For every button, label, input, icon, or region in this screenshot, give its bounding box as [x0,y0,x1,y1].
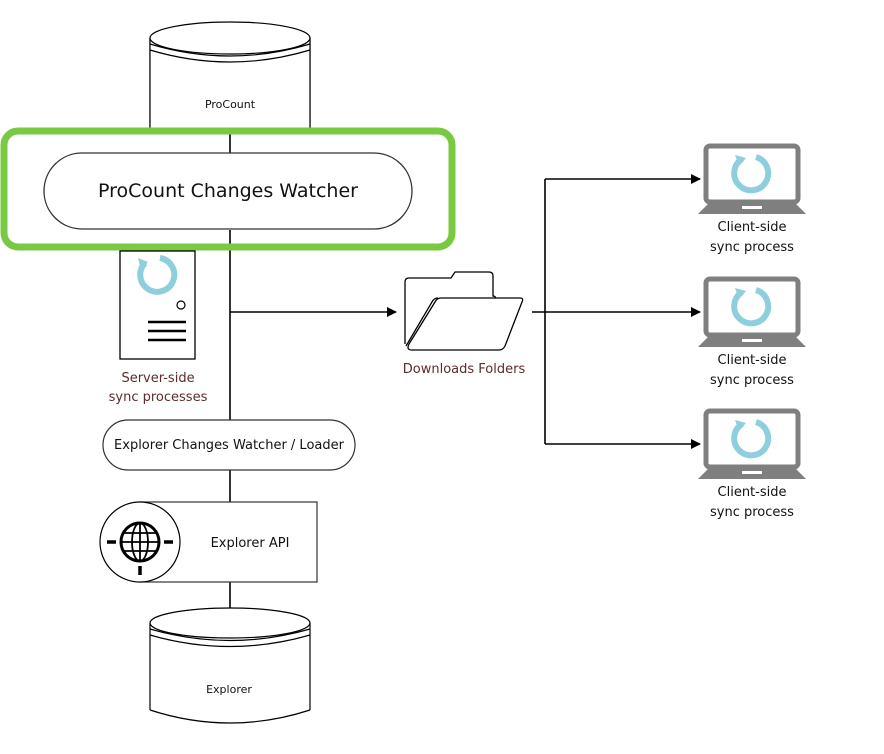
explorer-api-label: Explorer API [211,536,290,551]
server-label-line2: sync processes [109,390,208,405]
procount-changes-watcher[interactable]: ProCount Changes Watcher [0,127,456,251]
highlight-frame [0,127,456,251]
server-label-line1: Server-side [121,371,194,386]
client-sync-node[interactable]: Client-side sync process [698,408,806,520]
connectors [229,128,701,608]
client-label-line1: Client-side [718,220,787,235]
procount-database[interactable]: ProCount [149,21,311,128]
client-sync-node[interactable]: Client-side sync process [698,276,806,388]
laptop-icon [698,143,806,214]
explorer-changes-watcher[interactable]: Explorer Changes Watcher / Loader [102,419,356,471]
downloads-folders[interactable]: Downloads Folders [403,271,526,377]
client-label-line2: sync process [710,505,794,520]
procount-db-label: ProCount [205,98,256,111]
client-label-line2: sync process [710,240,794,255]
sync-icon [731,154,772,194]
explorer-watcher-label: Explorer Changes Watcher / Loader [114,438,345,453]
sync-icon [137,255,178,295]
open-folder-icon [404,271,524,351]
explorer-database[interactable]: Explorer [149,607,311,724]
client-label-line1: Client-side [718,353,787,368]
server-sync-node[interactable]: Server-side sync processes [109,250,208,405]
client-label-line1: Client-side [718,485,787,500]
downloads-label: Downloads Folders [403,362,526,377]
sync-icon [731,419,772,459]
client-sync-node[interactable]: Client-side sync process [698,143,806,255]
explorer-api[interactable]: Explorer API [99,501,318,583]
explorer-db-label: Explorer [206,683,252,696]
sync-icon [731,287,772,327]
client-label-line2: sync process [710,373,794,388]
globe-icon [107,521,173,575]
laptop-icon [698,276,806,347]
procount-watcher-label: ProCount Changes Watcher [98,180,358,202]
laptop-icon [698,408,806,479]
database-cylinder-icon [149,607,311,639]
